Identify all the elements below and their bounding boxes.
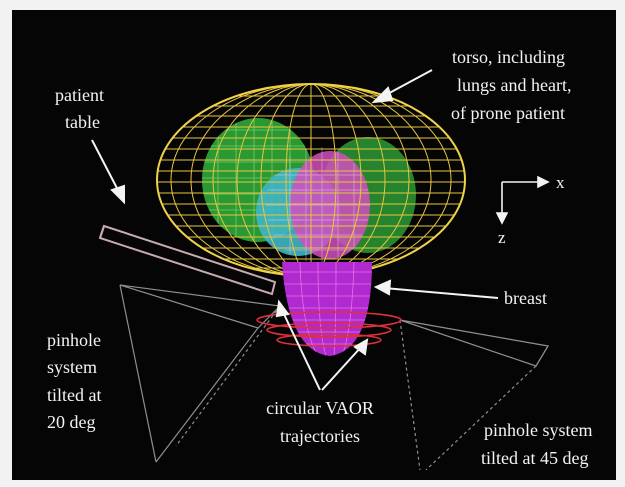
torso-label-line-3: of prone patient <box>451 103 565 123</box>
torso-label: torso, including lungs and heart, of pro… <box>451 47 571 123</box>
table-label-line-1: patient <box>55 85 104 105</box>
pinhole-left-line-3: tilted at <box>47 385 101 405</box>
pinhole-right-line-2: tilted at 45 deg <box>481 448 588 468</box>
pinhole-left-line-4: 20 deg <box>47 412 96 432</box>
torso-label-line-2: lungs and heart, <box>457 75 571 95</box>
axis-z-label: z <box>498 228 506 247</box>
pinhole-left-line-1: pinhole <box>47 330 101 350</box>
breast-label: breast <box>504 288 547 308</box>
vaor-label-line-1: circular VAOR <box>266 398 374 418</box>
pinhole-right-line-1: pinhole system <box>484 420 593 440</box>
pinhole-left-line-2: system <box>47 357 97 377</box>
table-label-line-2: table <box>65 112 100 132</box>
vaor-label-line-2: trajectories <box>280 426 360 446</box>
torso-label-line-1: torso, including <box>452 47 565 67</box>
axis-x-label: x <box>556 173 565 192</box>
